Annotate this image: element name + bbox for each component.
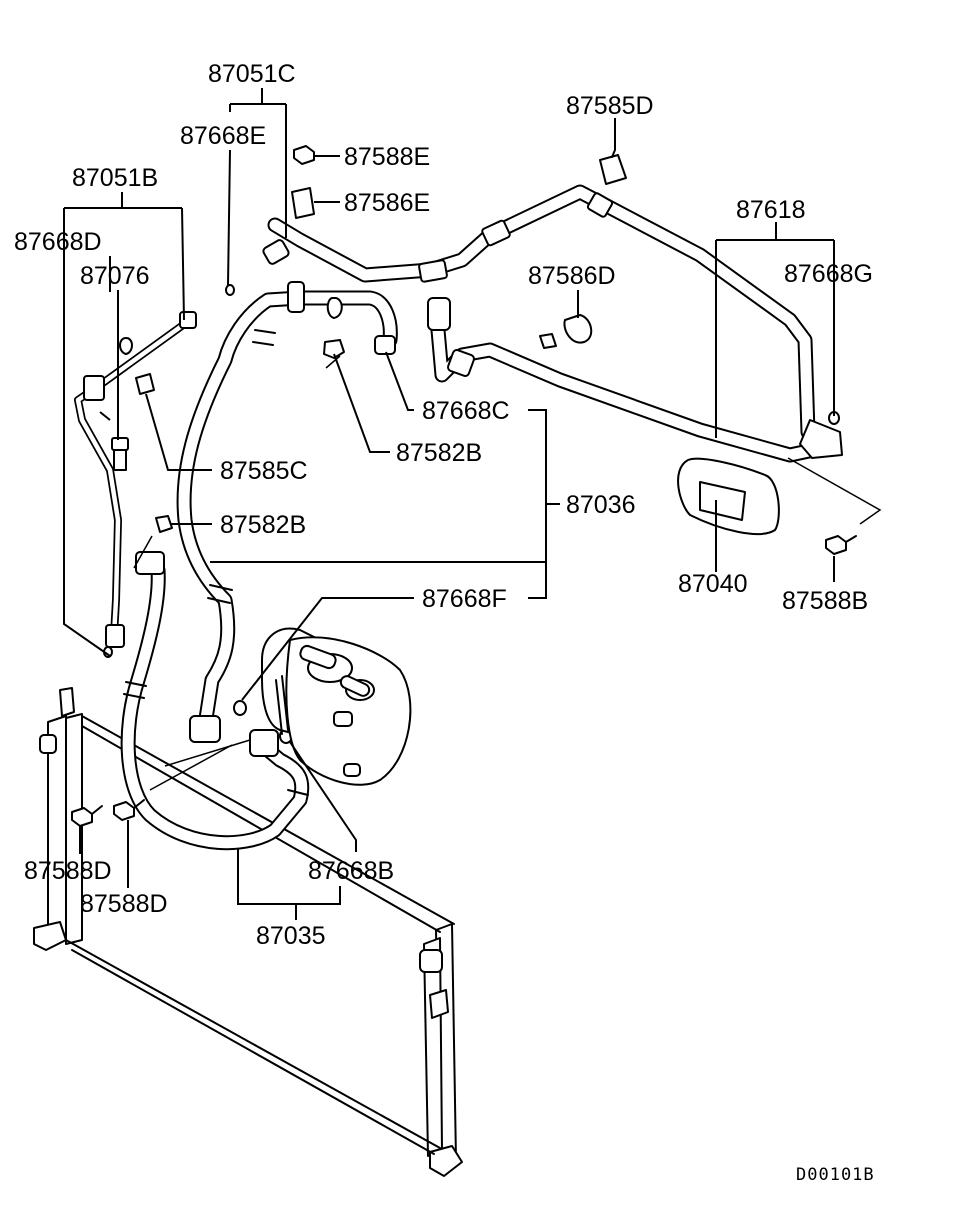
liquid-pipe-left: [74, 311, 197, 648]
label-87668C: 87668C: [422, 397, 510, 425]
discharge-hose: [120, 551, 310, 851]
label-87076: 87076: [80, 262, 150, 290]
part-labels: 87051C 87668E 87588E 87586E 87585D 87051…: [14, 60, 875, 1185]
label-87585D: 87585D: [566, 92, 654, 120]
nut-87582B-mid: [155, 515, 173, 533]
condenser-assembly: [33, 687, 463, 1177]
label-87588D-b: 87588D: [80, 890, 168, 918]
label-87035: 87035: [256, 922, 326, 950]
bolts-87588D: [71, 799, 145, 827]
grommet-87040: [677, 457, 780, 536]
label-87586E: 87586E: [344, 189, 430, 217]
clamp-87586D: [539, 314, 593, 349]
label-87585C: 87585C: [220, 457, 308, 485]
label-87582B-mid: 87582B: [220, 511, 306, 539]
label-87588B: 87588B: [782, 587, 868, 615]
clamp-87585C: [135, 373, 155, 395]
label-87051B: 87051B: [72, 164, 158, 192]
label-87668E: 87668E: [180, 122, 266, 150]
nut-87582B-top: [323, 339, 345, 359]
label-87051C: 87051C: [208, 60, 296, 88]
bolt-87588B: [825, 535, 857, 555]
compressor: [261, 627, 412, 786]
label-87582B-top: 87582B: [396, 439, 482, 467]
clamp-87585D: [599, 149, 627, 185]
suction-hose: [176, 281, 398, 743]
label-87036: 87036: [566, 491, 636, 519]
label-87668F: 87668F: [422, 585, 507, 613]
clamp-87586E: [291, 187, 315, 219]
leader-lines: [63, 88, 882, 920]
label-87668B: 87668B: [308, 857, 394, 885]
long-suction-pipe: [262, 184, 843, 463]
bolt-87588E: [293, 145, 325, 165]
label-87588D-a: 87588D: [24, 857, 112, 885]
label-87618: 87618: [736, 196, 806, 224]
label-87586D: 87586D: [528, 262, 616, 290]
label-87040: 87040: [678, 570, 748, 598]
pressure-switch: [111, 337, 133, 471]
label-87588E: 87588E: [344, 143, 430, 171]
diagram-code: D00101B: [796, 1165, 875, 1185]
label-87668G: 87668G: [784, 260, 873, 288]
label-87668D: 87668D: [14, 228, 102, 256]
